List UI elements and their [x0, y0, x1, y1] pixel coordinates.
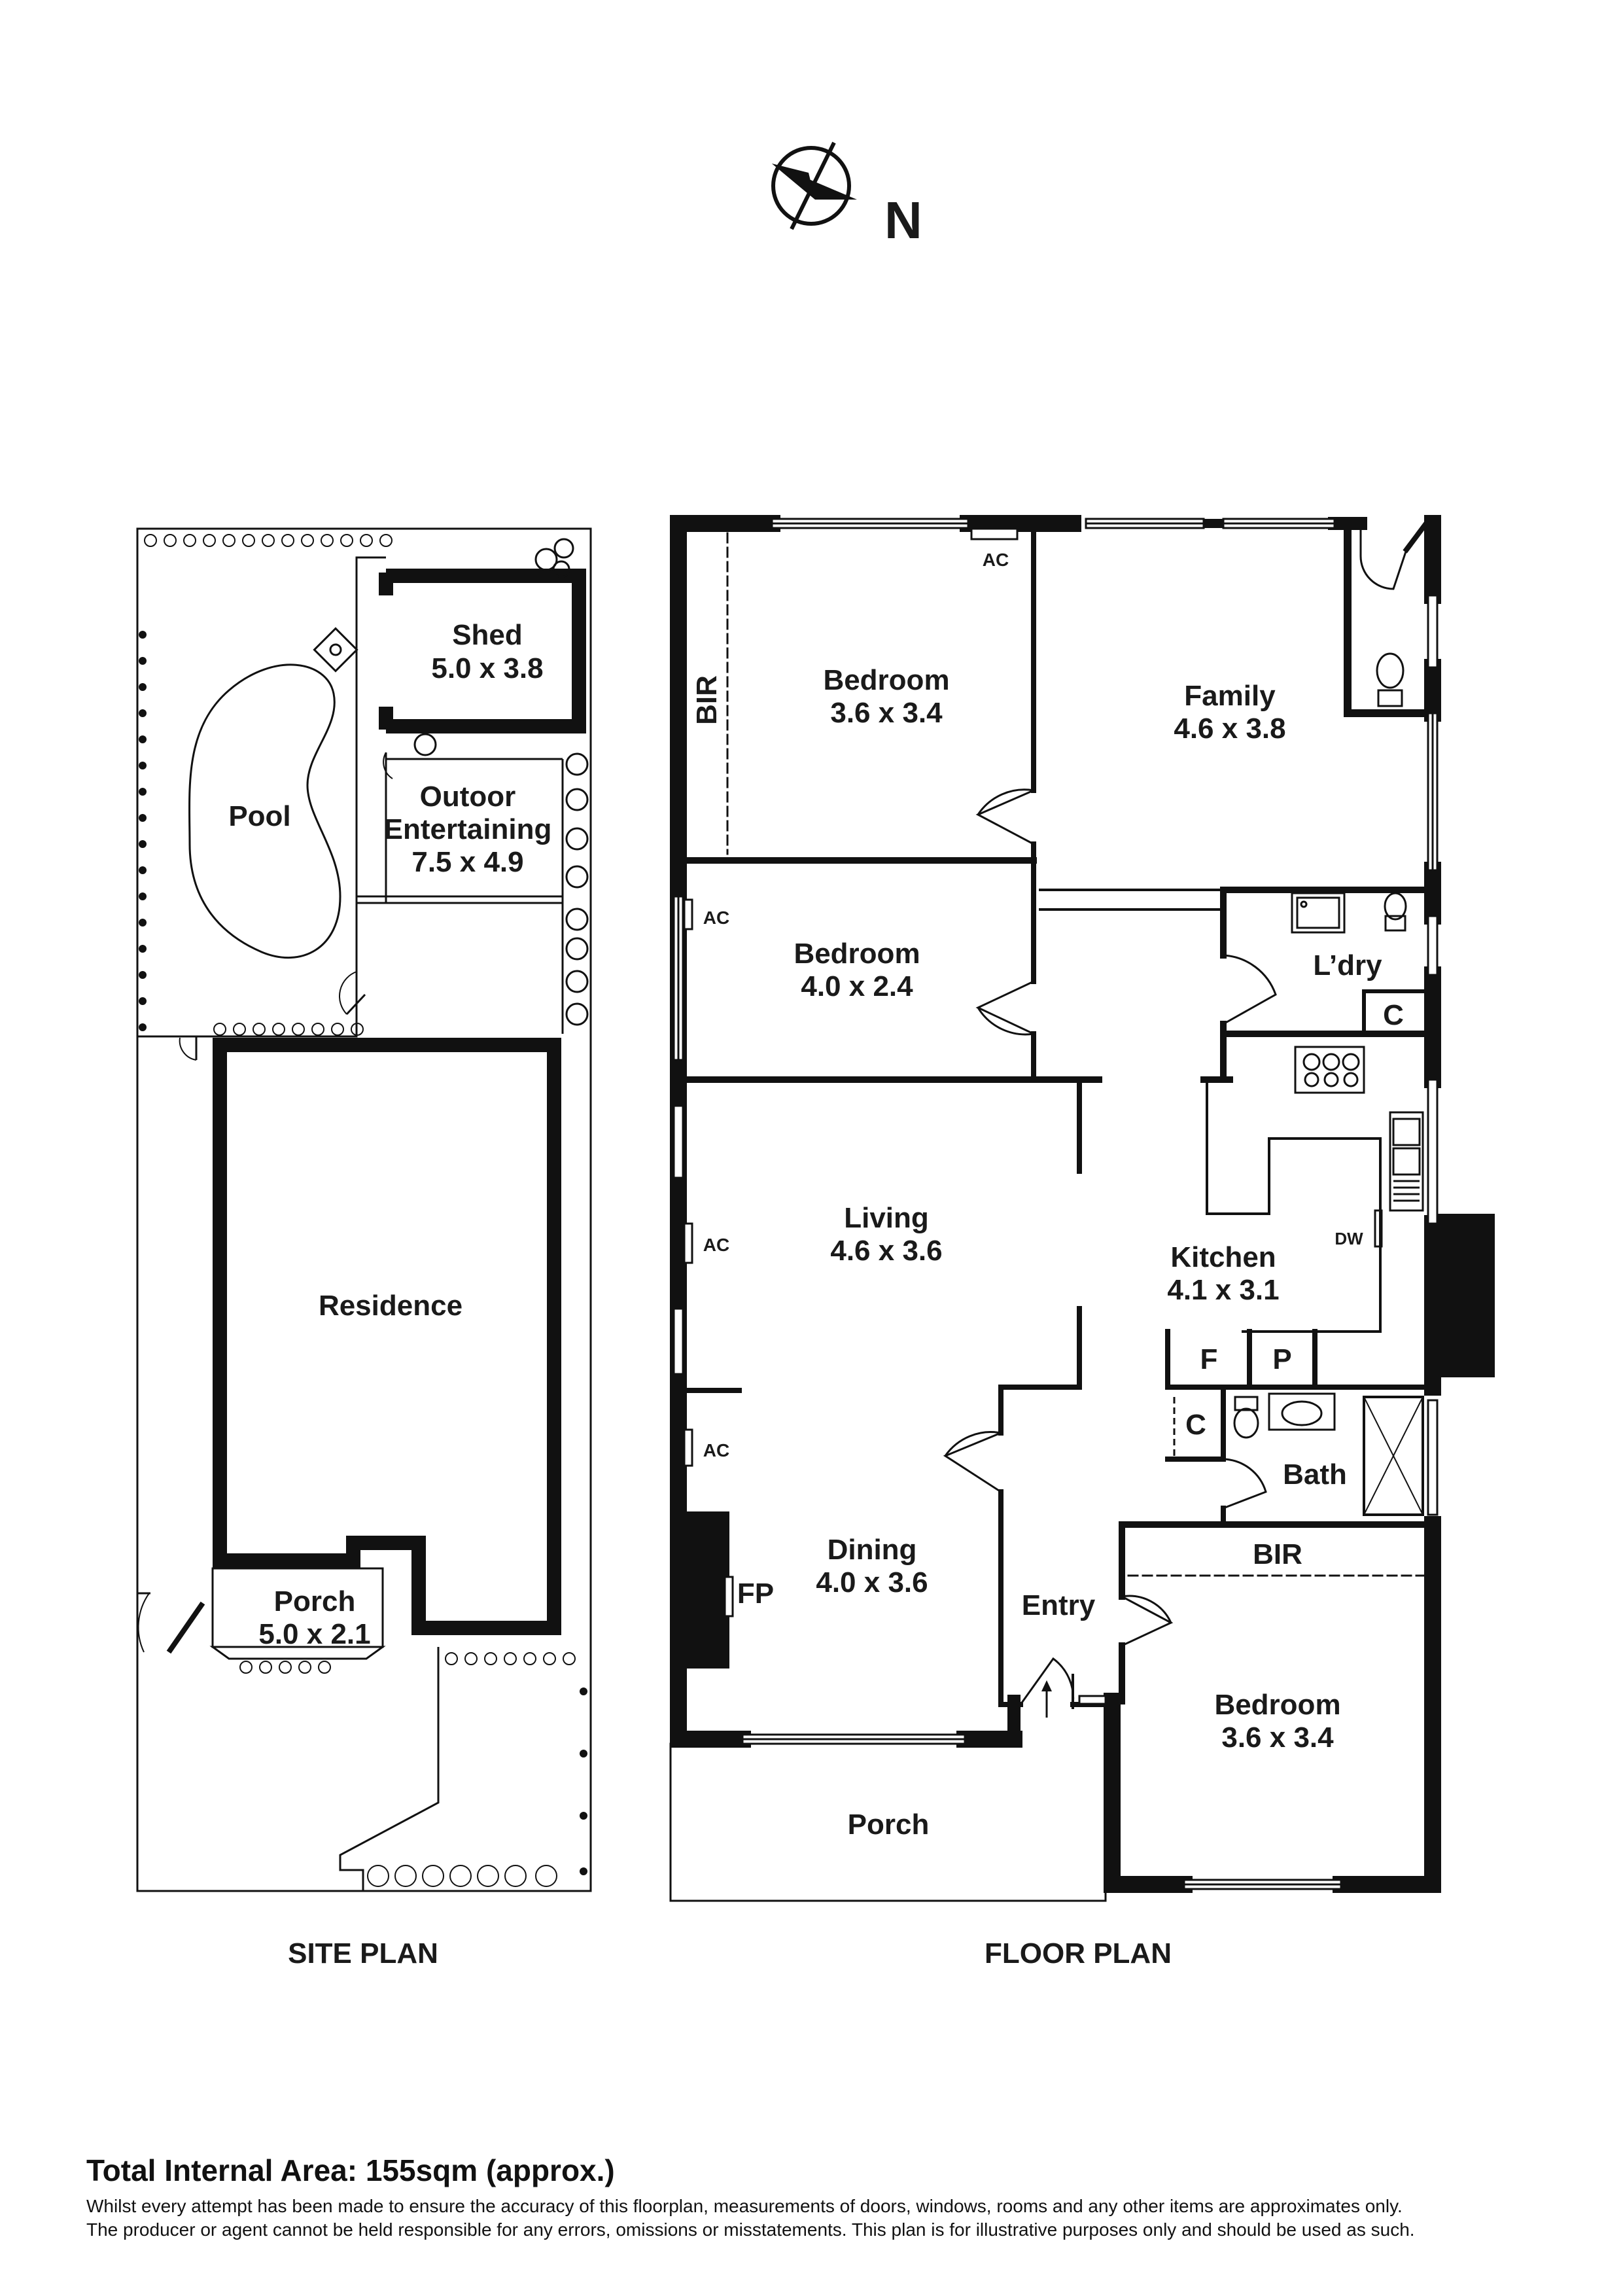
- residence-label: Residence: [319, 1290, 462, 1322]
- hedge-left: [139, 631, 147, 1031]
- ac-label-living: AC: [703, 1235, 729, 1255]
- floor-plan-doors: [943, 523, 1408, 1705]
- cooktop-icon: [1294, 1046, 1365, 1094]
- footer: Total Internal Area: 155sqm (approx.) Wh…: [86, 2153, 1578, 2242]
- entry-label: Entry: [1022, 1589, 1096, 1621]
- floor-plan-fixtures: [1173, 652, 1424, 1456]
- hedge-bottom: [213, 1023, 576, 1887]
- pantry-label: P: [1272, 1343, 1291, 1375]
- floor-plan-walls: [669, 515, 1495, 1902]
- outdoor-dims: 7.5 x 4.9: [411, 846, 523, 878]
- site-plan-caption: SITE PLAN: [288, 1937, 438, 1969]
- bedroom2-label: Bedroom: [794, 938, 920, 970]
- laundry-toilet-icon: [1384, 892, 1407, 921]
- bath-toilet-icon: [1233, 1407, 1259, 1439]
- disclaimer-line1: Whilst every attempt has been made to en…: [86, 2196, 1403, 2216]
- bedroom1-dims: 3.6 x 3.4: [830, 697, 943, 729]
- bedroom3-bir-label: BIR: [1253, 1538, 1302, 1570]
- ac-label-bedroom2: AC: [703, 908, 729, 928]
- fridge-label: F: [1200, 1343, 1218, 1375]
- fireplace-label: FP: [737, 1578, 774, 1610]
- living-dims: 4.6 x 3.6: [830, 1235, 942, 1267]
- bath-cupboard-label: C: [1185, 1409, 1206, 1441]
- vanity-icon: [1268, 1392, 1336, 1431]
- family-label: Family: [1184, 680, 1276, 712]
- total-area: Total Internal Area: 155sqm (approx.): [86, 2153, 615, 2187]
- entry-arrow-icon: [1041, 1680, 1052, 1718]
- toilet-icon: [1376, 652, 1405, 689]
- bedroom2-dims: 4.0 x 2.4: [801, 970, 913, 1002]
- porch-label: Porch: [848, 1809, 930, 1841]
- bath-label: Bath: [1283, 1458, 1347, 1491]
- kitchen-sink-icon: [1389, 1111, 1424, 1212]
- ac-label-bedroom1: AC: [983, 550, 1009, 570]
- disclaimer-line2: The producer or agent cannot be held res…: [86, 2219, 1415, 2240]
- kitchen-label: Kitchen: [1170, 1241, 1276, 1273]
- trees-right: [413, 538, 589, 1026]
- site-porch-dims: 5.0 x 2.1: [258, 1618, 370, 1650]
- bedroom3-dims: 3.6 x 3.4: [1221, 1722, 1334, 1754]
- kitchen-dims: 4.1 x 3.1: [1167, 1274, 1279, 1306]
- laundry-cupboard-label: C: [1383, 999, 1404, 1031]
- floor-plan-windows: [672, 518, 1439, 1890]
- residence-outline: [213, 1038, 561, 1635]
- pool-shape: [188, 663, 341, 959]
- hedge-top: [144, 534, 393, 547]
- outdoor-label-line2: Entertaining: [384, 813, 552, 845]
- ac-units: [683, 527, 1019, 1467]
- pool-label: Pool: [228, 800, 290, 832]
- shed-label: Shed: [452, 619, 523, 651]
- dishwasher-label: DW: [1335, 1229, 1363, 1248]
- bedroom3-label: Bedroom: [1214, 1689, 1340, 1721]
- north-label: N: [884, 191, 922, 249]
- shed-outline: [386, 569, 586, 733]
- site-porch-label: Porch: [274, 1585, 356, 1617]
- floor-plan-caption: FLOOR PLAN: [985, 1937, 1172, 1969]
- laundry-label: L’dry: [1313, 949, 1382, 981]
- laundry-tub-icon: [1291, 892, 1346, 934]
- bedroom1-bir-label: BIR: [691, 675, 723, 725]
- dining-dims: 4.0 x 3.6: [816, 1566, 928, 1598]
- living-label: Living: [844, 1202, 929, 1234]
- dishwasher-icon: [1374, 1209, 1383, 1248]
- dining-label: Dining: [828, 1534, 917, 1566]
- outdoor-label-line1: Outoor: [420, 781, 516, 813]
- shed-dims: 5.0 x 3.8: [431, 652, 543, 684]
- north-arrow-icon: [771, 141, 857, 230]
- family-dims: 4.6 x 3.8: [1174, 713, 1285, 745]
- bedroom1-label: Bedroom: [823, 664, 949, 696]
- site-plan: [136, 527, 592, 1892]
- ac-label-dining: AC: [703, 1440, 729, 1460]
